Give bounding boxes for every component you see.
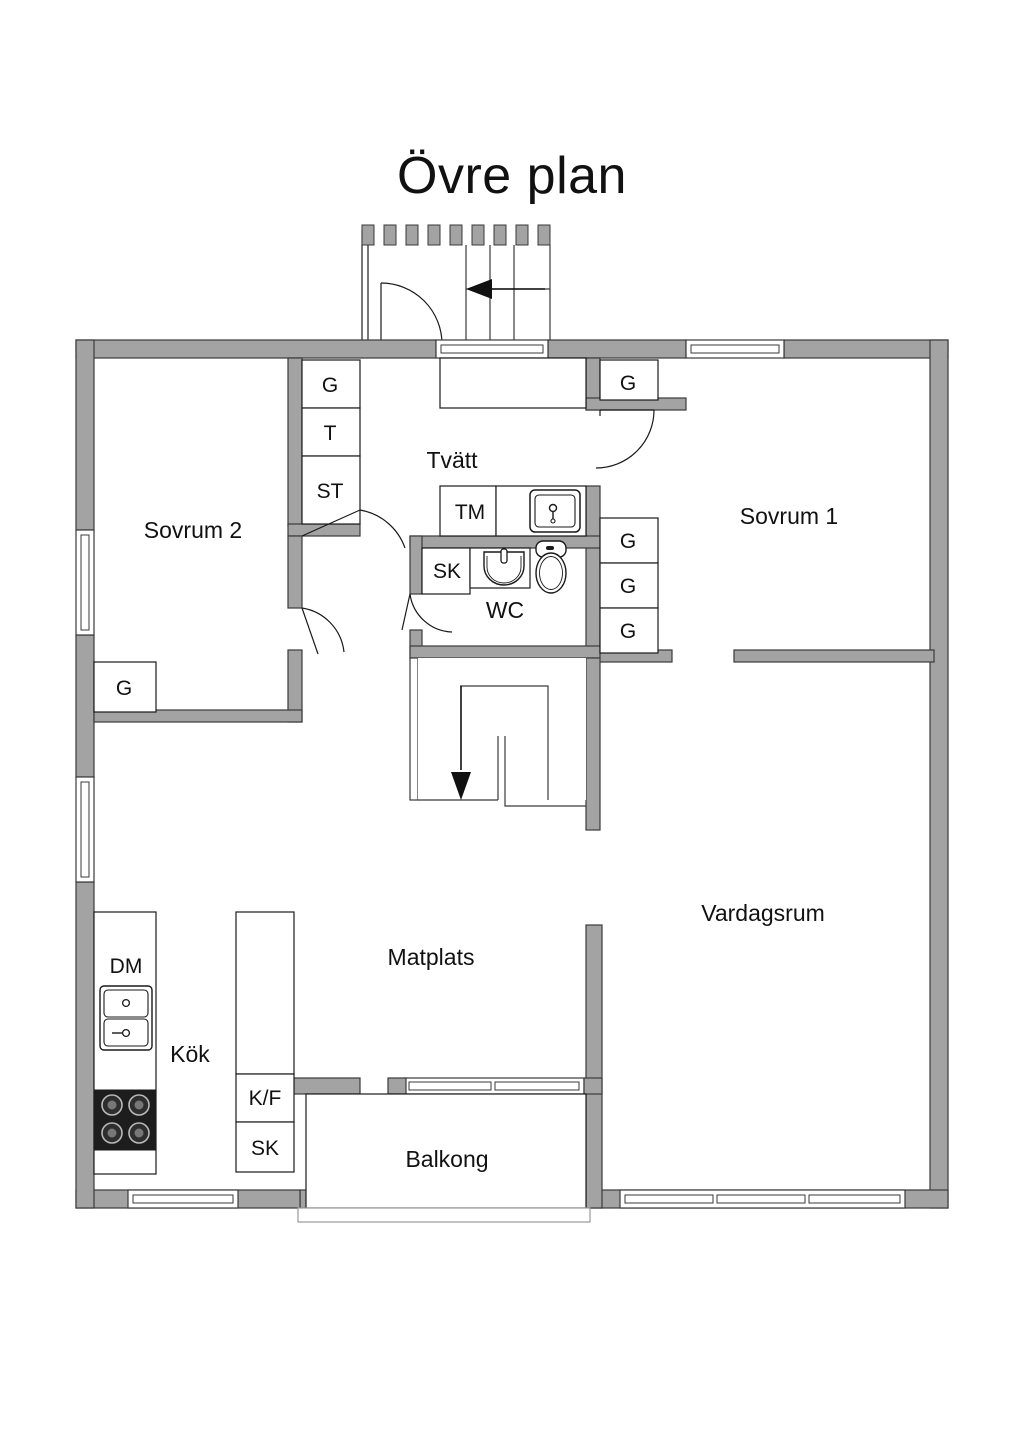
window-left-lower [75, 776, 95, 883]
room-label-sovrum2: Sovrum 2 [144, 517, 242, 543]
window-sovrum2-left-upper [75, 529, 95, 636]
closet-label-t-sovrum2: T [324, 422, 337, 445]
room-label-matplats: Matplats [388, 944, 475, 970]
window-kok-bottom [127, 1189, 239, 1209]
cabinet-label-sk-wc: SK [433, 560, 461, 583]
windows [75, 339, 906, 1209]
cabinet-label-kf: K/F [249, 1087, 282, 1110]
window-sovrum1-top [685, 339, 785, 359]
toilet-icon [535, 540, 567, 594]
stove-icon [93, 1089, 157, 1151]
stair-down [418, 658, 586, 807]
kitchen-sink-icon [99, 985, 153, 1051]
closet-labels: G T ST G G G G G K/F SK TM SK DM [110, 372, 637, 1160]
appliance-label-tm: TM [455, 501, 485, 524]
door-sovrum2-lower [301, 607, 345, 655]
room-label-sovrum1: Sovrum 1 [740, 503, 838, 529]
cabinet-label-sk-kitchen: SK [251, 1137, 279, 1160]
stair-up-arrow-icon [466, 279, 545, 299]
room-label-tvatt: Tvätt [426, 447, 478, 473]
closet-label-g-sovrum2-top: G [322, 374, 338, 397]
door-wc [401, 593, 453, 633]
closet-label-g-sovrum1-c: G [620, 620, 636, 643]
door-sovrum2-upper [301, 509, 406, 549]
stair-hatch-top [361, 224, 551, 246]
room-label-vardagsrum: Vardagsrum [701, 900, 825, 926]
window-tvatt-top [435, 339, 549, 359]
window-balcony-door [403, 1077, 585, 1095]
window-vardagsrum-bottom [619, 1189, 906, 1209]
stair-up-enclosure [361, 224, 551, 345]
closet-label-g-sovrum2-low: G [116, 677, 132, 700]
room-labels: Sovrum 2 Tvätt Sovrum 1 WC Kök Matplats … [144, 447, 838, 1172]
closet-label-st-sovrum2: ST [317, 480, 344, 503]
laundry-sink-icon [529, 489, 581, 533]
closet-label-g-sovrum1-top: G [620, 372, 636, 395]
closet-label-g-sovrum1-a: G [620, 530, 636, 553]
closet-boxes [93, 357, 659, 1175]
room-label-wc: WC [486, 597, 524, 623]
room-label-kok: Kök [170, 1041, 210, 1067]
closet-label-g-sovrum1-b: G [620, 575, 636, 598]
room-label-balkong: Balkong [405, 1146, 488, 1172]
stair-down-arrow-icon [451, 686, 471, 800]
balcony-outline [297, 1093, 591, 1223]
appliance-label-dm: DM [110, 955, 143, 978]
page-title: Övre plan [397, 147, 627, 205]
washbasin-icon [483, 548, 525, 586]
door-sovrum1 [595, 409, 655, 469]
